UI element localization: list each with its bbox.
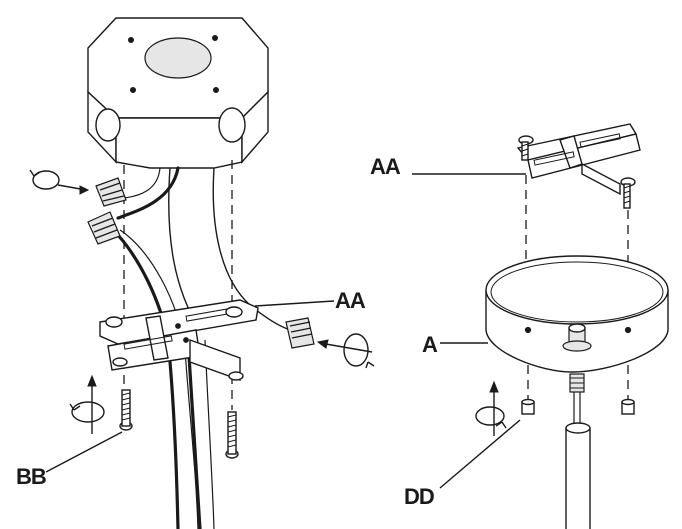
mounting-screw-right [225, 411, 239, 459]
label-aa-right: AA [370, 154, 401, 179]
rotate-arrow-screw-icon [69, 374, 105, 434]
crossbar-bracket-right [516, 123, 641, 196]
cap-nut-left [521, 398, 535, 415]
junction-box [87, 17, 269, 169]
mounting-screw-left [119, 389, 133, 431]
label-a: A [422, 332, 438, 357]
crossbar-bracket-left [99, 299, 259, 381]
label-aa-left: AA [335, 288, 366, 313]
cap-nut-right [621, 398, 635, 415]
rotate-arrow-right-icon [316, 333, 375, 369]
rotate-arrow-cap-icon [475, 380, 507, 436]
label-bb: BB [16, 464, 46, 489]
label-dd: DD [404, 484, 434, 509]
bracket-screw-right-top [623, 183, 631, 209]
wire-nut-right [285, 317, 315, 349]
wire-nut-lower [87, 211, 121, 245]
wire-nut-upper [95, 177, 127, 207]
canopy [485, 255, 669, 529]
rotate-arrow-upper-icon [29, 169, 90, 195]
bracket-screw-left-top [521, 141, 529, 161]
